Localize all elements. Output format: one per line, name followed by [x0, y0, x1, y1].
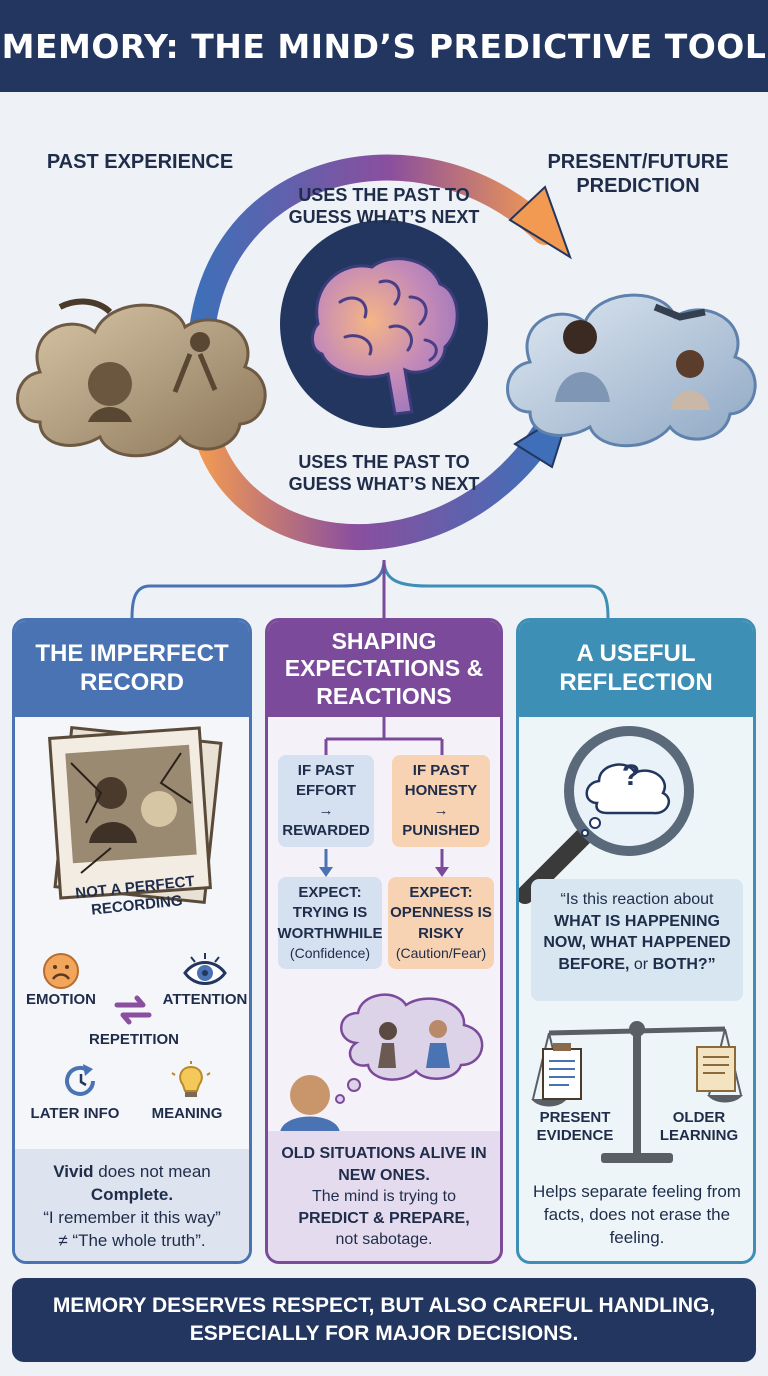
- top-arrow-text: USES THE PAST TO GUESS WHAT’S NEXT: [288, 185, 480, 227]
- split-connector: [324, 717, 444, 757]
- past-experience-label: PAST EXPERIENCE: [46, 151, 234, 173]
- brain-icon: [311, 257, 459, 416]
- future-prediction-cloud: [506, 293, 757, 448]
- reflection-question: “Is this reaction about WHAT IS HAPPENIN…: [543, 891, 731, 973]
- refresh-clock-icon: [65, 1064, 95, 1096]
- factor-attention: ATTENTION: [162, 991, 248, 1008]
- factor-meaning: MEANING: [151, 1105, 223, 1122]
- page-title: MEMORY: THE MIND’S PREDICTIVE TOOL: [0, 0, 768, 92]
- question-mark: ?: [621, 759, 641, 792]
- past-memory-cloud: [16, 298, 267, 458]
- old-situations-note: OLD SITUATIONS ALIVE IN NEW ONES. The mi…: [281, 1145, 487, 1249]
- thinking-person-icon: [280, 993, 484, 1133]
- future-prediction-label: PRESENT/FUTURE PREDICTION: [547, 151, 729, 197]
- vivid-note-box: [15, 1149, 249, 1261]
- vivid-note: Vivid does not mean Complete. “I remembe…: [43, 1162, 221, 1250]
- panel-shaping-title: SHAPING EXPECTATIONS & REACTIONS: [268, 621, 500, 717]
- panel-reflection-title: A USEFUL REFLECTION: [519, 621, 753, 717]
- bottom-arrow-text: USES THE PAST TO GUESS WHAT’S NEXT: [288, 452, 480, 494]
- reflection-closing: Helps separate feeling from facts, does …: [533, 1182, 741, 1247]
- panel-useful-reflection: A USEFUL REFLECTION ? “Is this reaction …: [516, 618, 756, 1264]
- eye-icon: [183, 953, 227, 985]
- repeat-arrows-icon: [114, 995, 152, 1025]
- expect-worthwhile-box: EXPECT: TRYING IS WORTHWHILE (Confidence…: [278, 877, 383, 969]
- cracked-photo-icon: [48, 725, 223, 905]
- down-arrows: [319, 849, 449, 877]
- panel-shaping-expectations: SHAPING EXPECTATIONS & REACTIONS IF PAST…: [265, 618, 503, 1264]
- if-effort-box: IF PAST EFFORT → REWARDED: [278, 755, 374, 847]
- factor-repetition: REPETITION: [88, 1031, 179, 1048]
- balance-scale-icon: [531, 1021, 743, 1163]
- expect-risky-box: EXPECT: OPENNESS IS RISKY (Caution/Fear): [388, 877, 494, 969]
- top-arrow-head: [508, 185, 572, 260]
- cycle-diagram: [16, 154, 757, 612]
- panel-imperfect-title: THE IMPERFECT RECORD: [15, 621, 249, 717]
- top-arrow-arc: [187, 154, 558, 375]
- panel-imperfect-record: THE IMPERFECT RECORD NOT A PERFECT RECOR…: [12, 618, 252, 1264]
- scale-right-label: OLDER LEARNING: [659, 1109, 739, 1144]
- reflection-question-box: [531, 879, 743, 1001]
- factor-later-info: LATER INFO: [30, 1105, 120, 1122]
- factor-emotion: EMOTION: [26, 991, 96, 1008]
- sad-face-icon: [43, 953, 79, 989]
- panel-connectors: [130, 560, 610, 619]
- bottom-arrow-arc: [187, 379, 558, 551]
- lightbulb-icon: [171, 1061, 211, 1097]
- old-situations-box: [268, 1131, 500, 1261]
- scale-left-label: PRESENT EVIDENCE: [536, 1109, 614, 1144]
- if-honesty-box: IF PAST HONESTY → PUNISHED: [392, 755, 490, 847]
- footer-message: MEMORY DESERVES RESPECT, BUT ALSO CAREFU…: [12, 1278, 756, 1362]
